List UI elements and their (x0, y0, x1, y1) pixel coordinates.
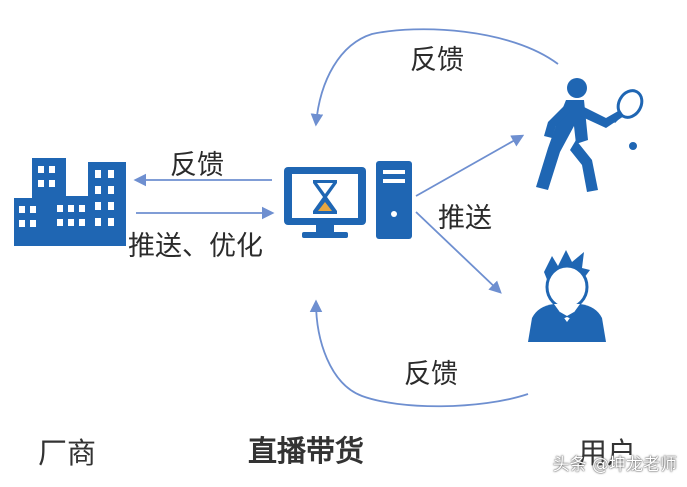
push-arrow-up (415, 134, 525, 197)
desktop-computer-icon (284, 161, 412, 239)
feedback-label-left: 反馈 (170, 150, 224, 181)
person-icon (528, 250, 606, 342)
feedback-label-top: 反馈 (410, 45, 464, 76)
tennis-player-icon (536, 78, 644, 192)
push-arrow-down (415, 211, 502, 294)
manufacturer-label: 厂商 (38, 436, 97, 470)
feedback-arrow-bottom (309, 299, 529, 408)
push-optimize-label: 推送、优化 (128, 231, 263, 262)
watermark-text: 头条 @坤龙老师 (552, 455, 677, 475)
users-label: 用户 (578, 436, 637, 468)
live-commerce-label: 直播带货 (248, 434, 365, 468)
push-label-right: 推送 (438, 203, 492, 234)
feedback-arrow-top (310, 28, 559, 127)
buildings-icon (14, 158, 126, 246)
feedback-label-bottom: 反馈 (404, 359, 458, 390)
